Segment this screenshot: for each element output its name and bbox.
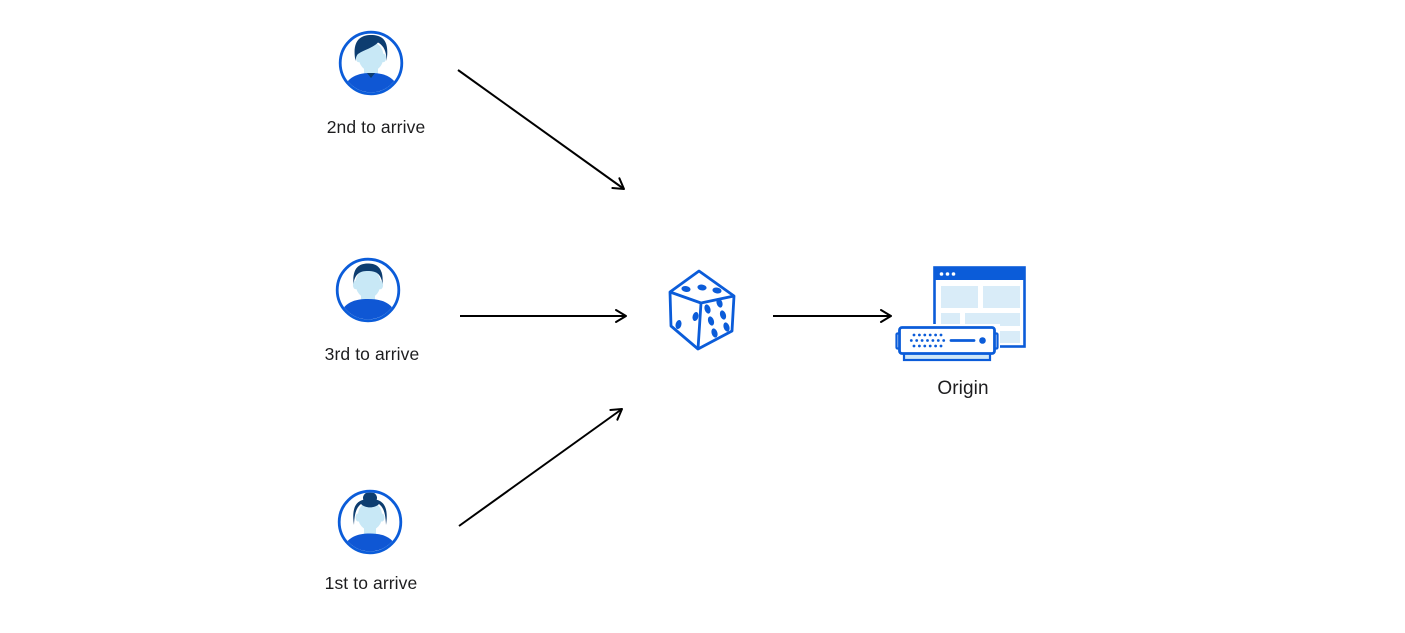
server-icon [894,324,1000,364]
arrow-user1st-to-dice [458,408,623,527]
man-short-hair-avatar-icon [335,257,401,323]
dice-icon [668,269,736,351]
user-label-2nd-to-arrive: 2nd to arrive [326,117,426,137]
user-label-3rd-to-arrive: 3rd to arrive [324,344,420,364]
origin-label: Origin [937,378,989,399]
woman-bun-avatar-icon [337,489,403,555]
user-label-1st-to-arrive: 1st to arrive [324,573,418,593]
user-node-2nd-to-arrive [338,30,404,96]
man-swept-hair-avatar-icon [338,30,404,96]
arrow-user2nd-to-dice [457,69,625,190]
user-node-1st-to-arrive [337,489,403,555]
user-node-3rd-to-arrive [335,257,401,323]
server-vent-dots [909,333,946,348]
